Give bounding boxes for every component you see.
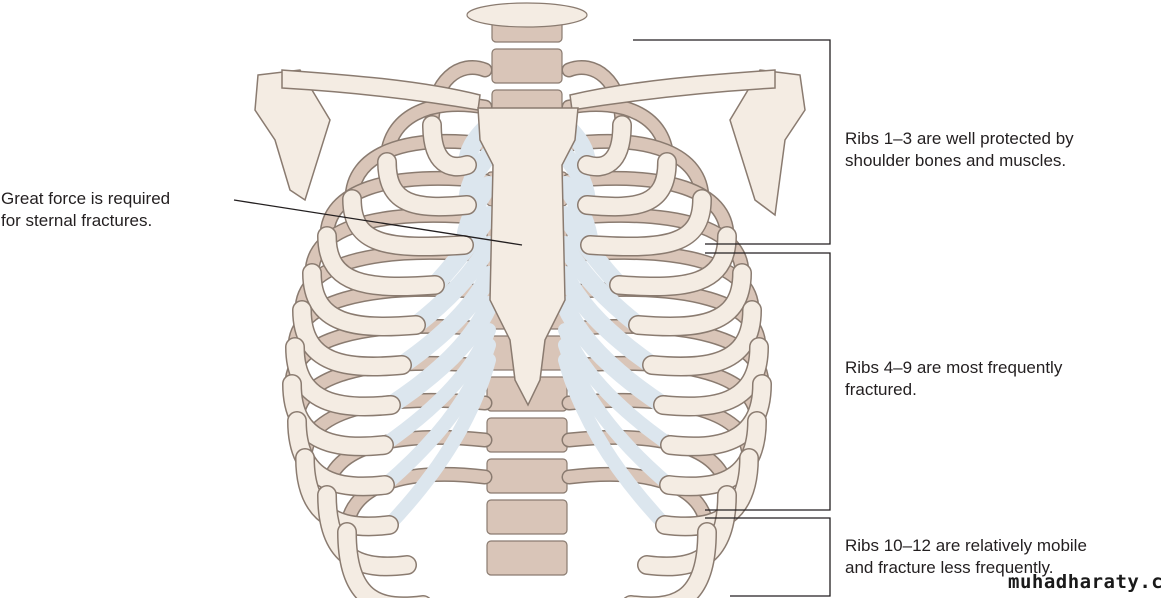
- anterior-rib: [654, 338, 768, 415]
- costal-cartilage-segment: [393, 266, 498, 374]
- bracket-ribs-4-9: [705, 252, 831, 511]
- anterior-rib: [378, 153, 476, 216]
- costal-cartilage-segment: [556, 236, 647, 334]
- anterior-rib: [423, 116, 476, 176]
- posterior-rib: [563, 135, 708, 205]
- anterior-rib: [293, 301, 411, 375]
- vertebra: [486, 417, 568, 453]
- costal-cartilage-segment: [556, 266, 661, 374]
- ribs-1-3-label: Ribs 1–3 are well protected by shoulder …: [845, 129, 1074, 170]
- atlas-vertebra: [466, 2, 588, 28]
- costal-cartilage-segment: [382, 296, 498, 414]
- vertebra: [486, 540, 568, 576]
- costal-cartilage-segment: [382, 353, 496, 532]
- ribs-4-9-label: Ribs 4–9 are most frequently fractured.: [845, 358, 1063, 399]
- costal-cartilage-segment: [558, 353, 672, 532]
- anterior-ribs: [282, 115, 772, 598]
- costal-cartilage-segment: [407, 236, 498, 334]
- anterior-rib: [581, 190, 711, 255]
- sternum: [477, 107, 579, 407]
- ribs-10-12-label: Ribs 10–12 are relatively mobile and fra…: [845, 536, 1087, 577]
- anterior-rib: [578, 116, 631, 176]
- costal-cartilage-segment: [556, 296, 672, 414]
- posterior-rib: [563, 172, 733, 242]
- vertebra: [486, 458, 568, 494]
- sternal-fracture-label: Great force is required for sternal frac…: [1, 189, 171, 230]
- posterior-rib: [346, 135, 491, 205]
- callout-lines: [233, 39, 831, 597]
- anterior-rib: [578, 153, 676, 216]
- anterior-rib: [286, 338, 400, 415]
- anterior-rib: [283, 375, 393, 455]
- anterior-rib: [629, 264, 751, 335]
- watermark: muhadharaty.com: [1008, 571, 1161, 593]
- vertebra: [486, 499, 568, 535]
- vertebra: [491, 48, 563, 84]
- anterior-rib: [303, 264, 425, 335]
- bracket-ribs-10-12: [705, 517, 831, 597]
- anterior-rib: [661, 375, 771, 455]
- shoulder-girdle: [254, 69, 806, 217]
- posterior-rib: [321, 172, 491, 242]
- anterior-rib: [343, 190, 473, 255]
- anterior-rib: [660, 412, 766, 495]
- bracket-ribs-1-3: [633, 39, 831, 245]
- sternal-leader-line: [233, 199, 523, 246]
- anterior-rib: [610, 227, 736, 295]
- right-scapula: [729, 69, 806, 217]
- anterior-rib: [288, 412, 394, 495]
- anterior-rib: [318, 227, 444, 295]
- anterior-rib: [643, 301, 761, 375]
